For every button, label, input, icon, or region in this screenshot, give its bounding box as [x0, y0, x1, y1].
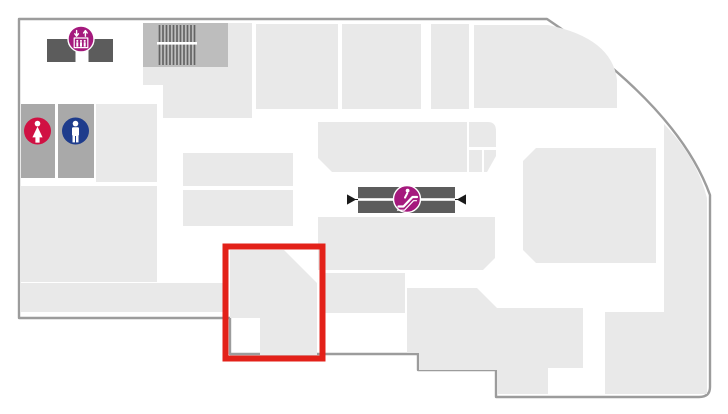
arrow-right-icon [347, 194, 357, 205]
highlighted-store-block[interactable] [230, 250, 317, 355]
mens-restroom-icon[interactable] [62, 117, 89, 145]
elevator-area[interactable] [47, 25, 113, 62]
store-block[interactable] [431, 24, 469, 109]
store-block[interactable] [469, 122, 496, 147]
store-blocks [20, 23, 707, 394]
store-block[interactable] [20, 186, 157, 282]
store-block[interactable] [484, 150, 496, 172]
stairs-area[interactable] [143, 23, 228, 67]
store-block[interactable] [342, 24, 421, 109]
escalator-direction-arrows [347, 194, 466, 205]
store-block[interactable] [474, 25, 617, 108]
restrooms-area [21, 104, 94, 178]
escalator-area[interactable] [347, 184, 466, 214]
selection-highlight-box[interactable] [222, 243, 326, 362]
store-block[interactable] [469, 150, 482, 172]
store-block[interactable] [407, 288, 583, 394]
store-block[interactable] [256, 24, 338, 109]
escalator-icon[interactable] [392, 184, 422, 214]
stairs-background [143, 23, 228, 67]
stairs-stripes [158, 25, 196, 65]
womens-restroom-icon[interactable] [24, 117, 51, 145]
arrow-left-icon [456, 194, 466, 205]
store-block[interactable] [183, 190, 293, 226]
store-block[interactable] [318, 122, 467, 172]
store-block[interactable] [325, 273, 405, 313]
stairs-landing-divider [157, 42, 197, 45]
store-block[interactable] [96, 104, 157, 182]
elevator-icon[interactable] [67, 25, 95, 53]
store-block[interactable] [318, 217, 495, 270]
store-block[interactable] [20, 283, 225, 312]
store-block[interactable] [183, 153, 293, 186]
store-block[interactable] [605, 124, 707, 394]
store-block[interactable] [523, 148, 656, 263]
